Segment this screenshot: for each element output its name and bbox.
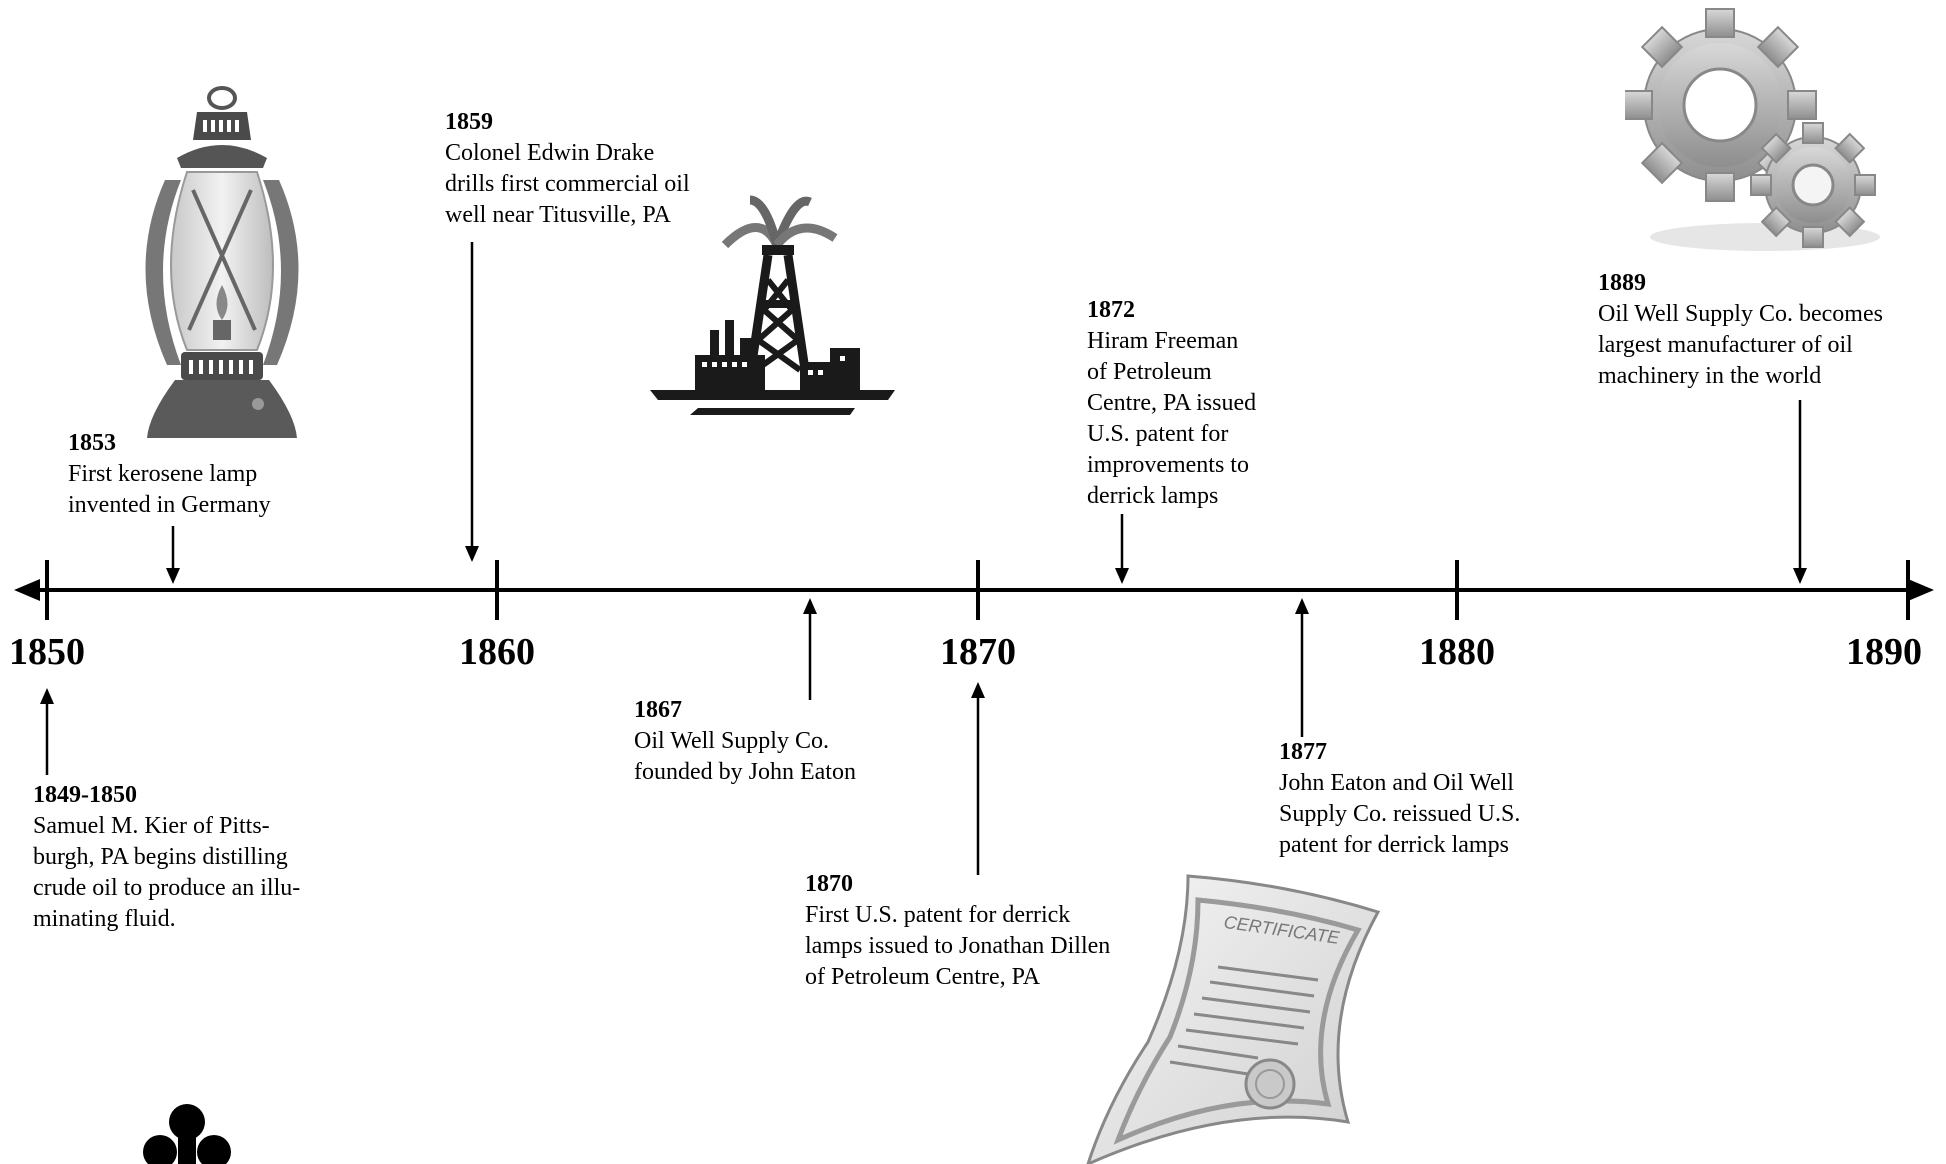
- decade-label-1850: 1850: [9, 631, 85, 673]
- axis-right-arrowhead: [1908, 579, 1934, 601]
- axis-left-arrowhead: [14, 579, 40, 601]
- event-1853: 1853 First kerosene lamp invented in Ger…: [68, 428, 271, 521]
- event-1870: 1870 First U.S. patent for derrick lamps…: [805, 869, 1110, 993]
- arrow-1859: [465, 242, 479, 562]
- event-year: 1859: [445, 109, 493, 135]
- arrow-1853: [166, 526, 180, 584]
- arrow-1872: [1115, 514, 1129, 584]
- arrow-1849-1850: [40, 688, 54, 775]
- event-year: 1867: [634, 697, 682, 723]
- event-1867: 1867 Oil Well Supply Co. founded by John…: [634, 695, 856, 788]
- oil-derrick-icon: [650, 195, 895, 415]
- event-description: Oil Well Supply Co. becomes largest manu…: [1598, 301, 1883, 389]
- event-description: Colonel Edwin Drake drills first commerc…: [445, 140, 690, 228]
- decade-label-1880: 1880: [1419, 631, 1495, 673]
- arrow-1889: [1793, 400, 1807, 584]
- event-year: 1889: [1598, 270, 1646, 296]
- event-1872: 1872 Hiram Freeman of Petroleum Centre, …: [1087, 295, 1256, 512]
- decade-label-1860: 1860: [459, 631, 535, 673]
- event-year: 1853: [68, 430, 116, 456]
- event-1849-1850: 1849-1850 Samuel M. Kier of Pitts- burgh…: [33, 780, 300, 935]
- event-1889: 1889 Oil Well Supply Co. becomes largest…: [1598, 268, 1883, 392]
- event-description: John Eaton and Oil Well Supply Co. reiss…: [1279, 770, 1521, 858]
- event-1877: 1877 John Eaton and Oil Well Supply Co. …: [1279, 737, 1520, 861]
- event-description: Hiram Freeman of Petroleum Centre, PA is…: [1087, 328, 1257, 509]
- event-description: Oil Well Supply Co. founded by John Eato…: [634, 728, 856, 785]
- decade-label-1890: 1890: [1846, 631, 1922, 673]
- event-1859: 1859 Colonel Edwin Drake drills first co…: [445, 107, 690, 231]
- event-year: 1870: [805, 871, 853, 897]
- event-description: First U.S. patent for derrick lamps issu…: [805, 902, 1111, 990]
- certificate-icon: CERTIFICATE: [1086, 874, 1381, 1164]
- event-year: 1877: [1279, 739, 1327, 765]
- event-year: 1872: [1087, 297, 1135, 323]
- arrow-1877: [1295, 598, 1309, 737]
- event-year: 1849-1850: [33, 782, 137, 808]
- gears-icon: [1625, 8, 1880, 251]
- lantern-icon: [145, 86, 299, 438]
- arrow-1867: [803, 598, 817, 700]
- arrow-1870: [971, 682, 985, 875]
- event-description: Samuel M. Kier of Pitts- burgh, PA begin…: [33, 813, 301, 932]
- event-description: First kerosene lamp invented in Germany: [68, 461, 271, 518]
- decade-label-1870: 1870: [940, 631, 1016, 673]
- trefoil-icon: [143, 1104, 231, 1164]
